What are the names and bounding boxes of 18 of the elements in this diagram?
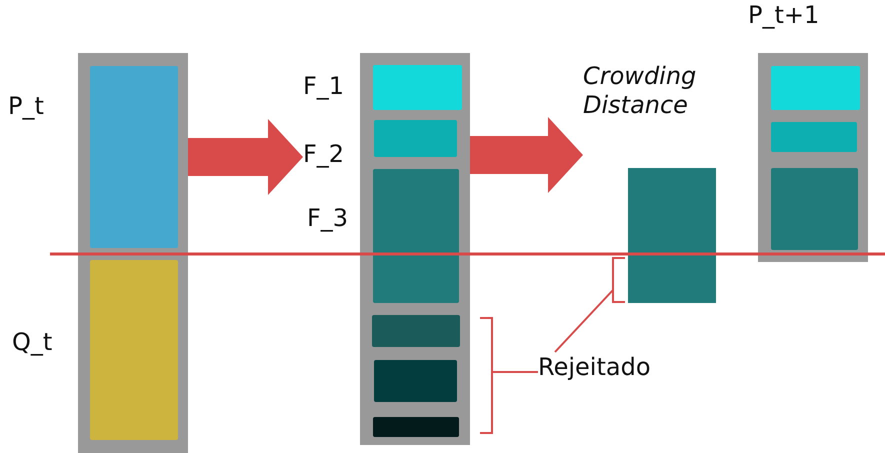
set-label: Q_t — [12, 328, 52, 357]
set-label: P_t — [8, 92, 44, 121]
front-block — [374, 360, 457, 402]
set-label: F_3 — [307, 204, 348, 233]
front-block — [373, 417, 459, 437]
front-block — [771, 168, 858, 250]
leader-line — [554, 289, 614, 353]
leader-line — [492, 371, 538, 373]
front-block — [372, 315, 460, 347]
set-label: F_2 — [303, 140, 344, 169]
block-arrow — [470, 117, 583, 193]
set-label: F_1 — [303, 72, 344, 101]
front-block — [771, 66, 860, 110]
block-arrow — [188, 119, 303, 195]
block-heading: Crowding Distance — [583, 62, 698, 120]
front-block — [771, 122, 857, 152]
block-heading: P_t+1 — [748, 1, 820, 30]
rejected-label: Rejeitado — [538, 352, 688, 390]
